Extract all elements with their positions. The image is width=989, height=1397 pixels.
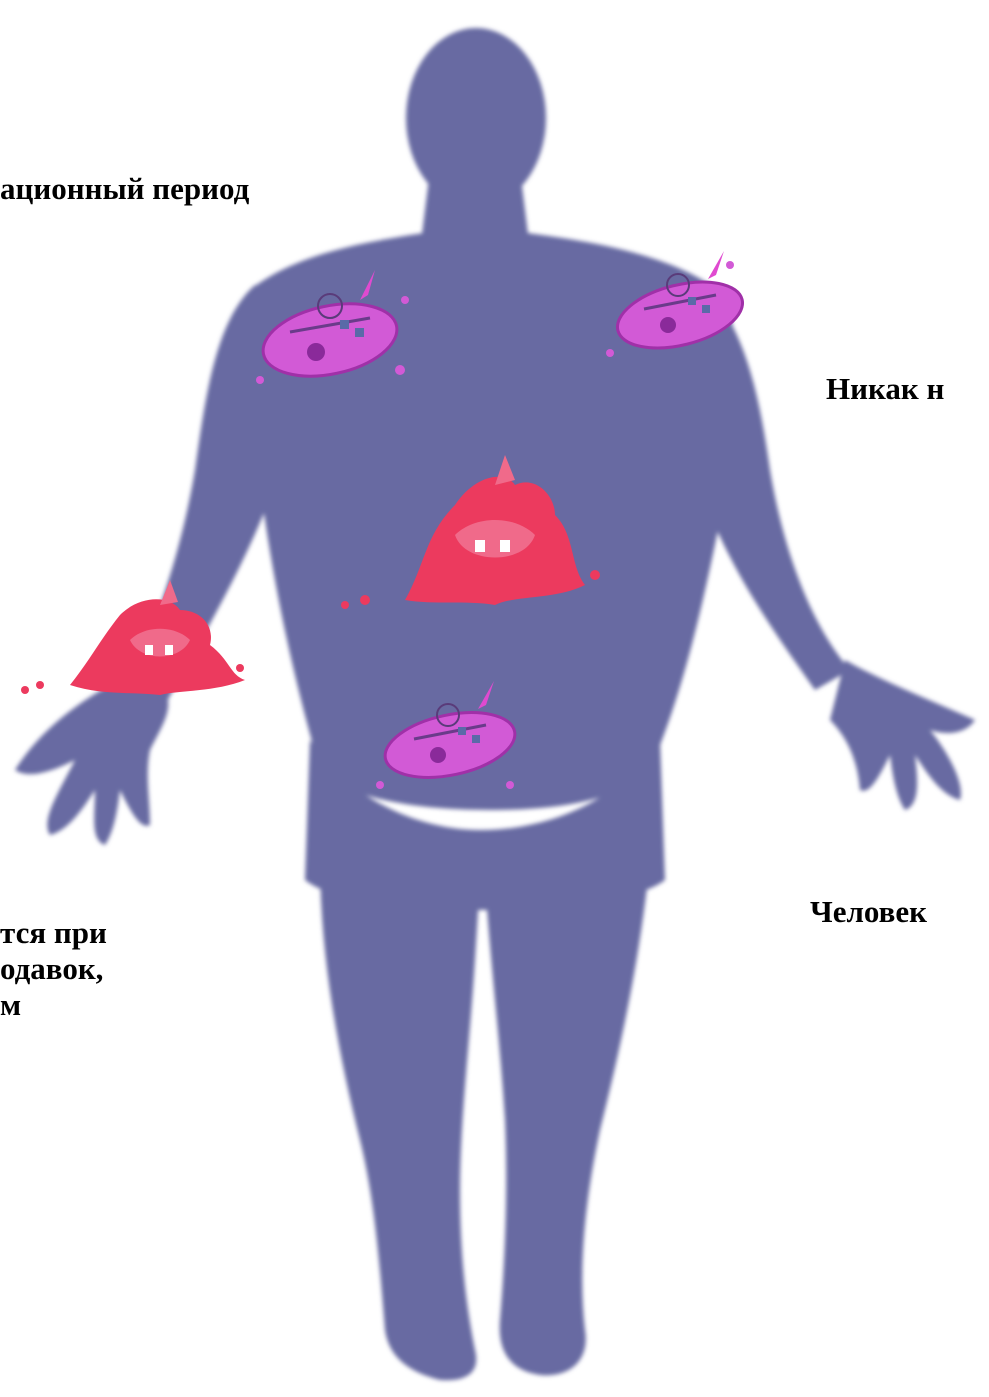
label-right-upper: Никак н xyxy=(826,371,944,407)
human-body-silhouette-icon xyxy=(15,28,975,1380)
label-bottom-left: тся при одавок, м xyxy=(0,915,107,1023)
label-right-lower: Человек xyxy=(810,894,927,930)
label-incubation-period: ационный период xyxy=(0,171,249,207)
